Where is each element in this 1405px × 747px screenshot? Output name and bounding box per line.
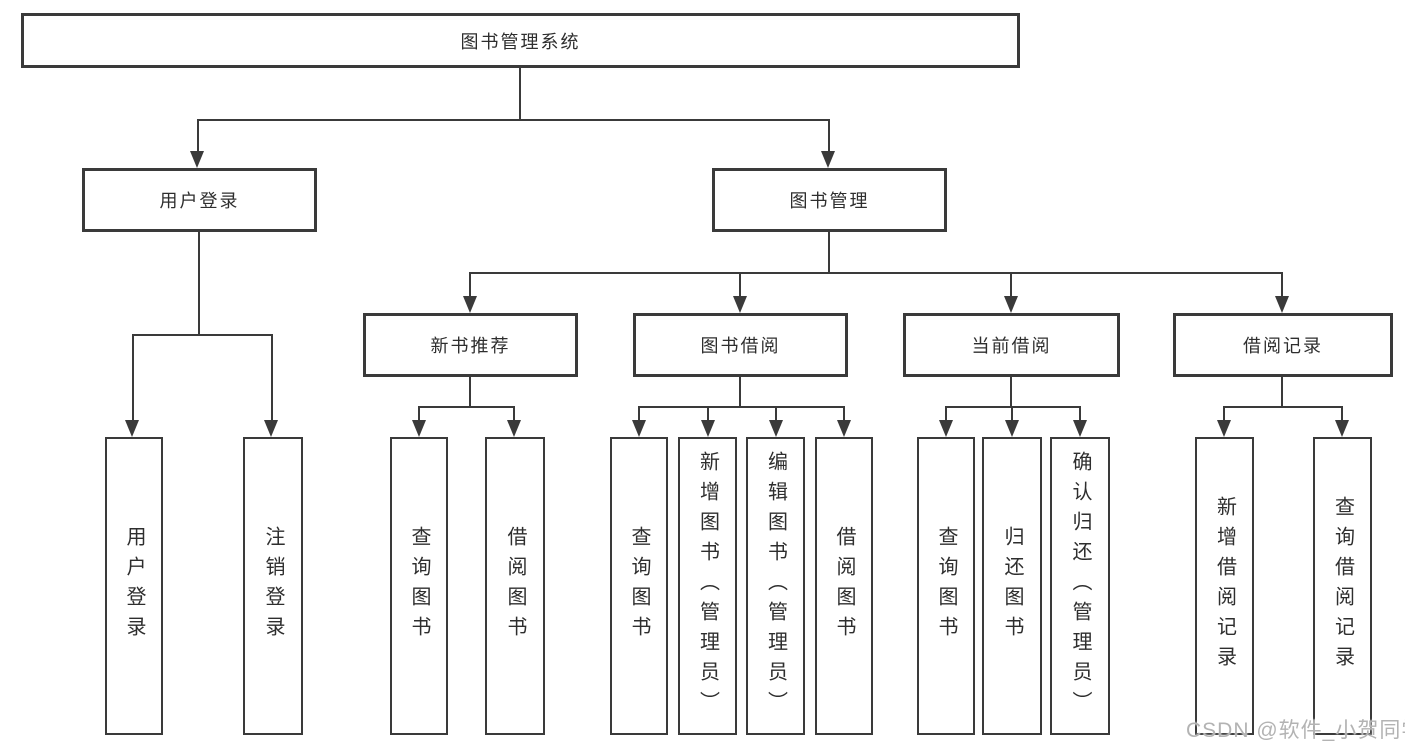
node-book-borrow-label: 图书借阅 [700, 336, 781, 356]
connector-current-borrow-stem [1010, 377, 1012, 408]
leaf-query-borrow-record: 查询借阅记录 [1313, 437, 1372, 735]
leaf-query-books-recommend-label: 查询图书 [408, 526, 430, 646]
node-current-borrow: 当前借阅 [903, 313, 1120, 377]
arrowhead-down-icon [769, 420, 783, 437]
connector-drop [513, 406, 515, 422]
leaf-confirm-return-admin-label: 确认归还（管理员） [1069, 451, 1091, 721]
node-user-login: 用户登录 [82, 168, 317, 232]
arrowhead-down-icon [264, 420, 278, 437]
node-book-mgmt-label: 图书管理 [789, 191, 870, 211]
connector-to-borrow-records [1281, 272, 1283, 298]
arrowhead-down-icon [412, 420, 426, 437]
node-borrow-records-label: 借阅记录 [1243, 336, 1323, 356]
leaf-logout: 注销登录 [243, 437, 303, 735]
arrowhead-down-icon [1005, 420, 1019, 437]
connector-new-book-recommend-stem [469, 377, 471, 408]
connector-drop [1079, 406, 1081, 422]
leaf-borrow-books-borrow-label: 借阅图书 [833, 526, 855, 646]
connector-drop [418, 406, 420, 422]
node-new-book-recommend-label: 新书推荐 [430, 336, 511, 356]
node-root: 图书管理系统 [21, 13, 1020, 68]
connector-user-login-rail [133, 334, 273, 336]
connector-book-borrow-rail [638, 406, 845, 408]
connector-to-new-book-recommend [469, 272, 471, 298]
node-new-book-recommend: 新书推荐 [363, 313, 578, 377]
arrowhead-down-icon [190, 151, 204, 168]
leaf-add-book-admin: 新增图书（管理员） [678, 437, 737, 735]
connector-book-mgmt-rail [469, 272, 1283, 274]
node-borrow-records: 借阅记录 [1173, 313, 1393, 377]
connector-to-current-borrow [1010, 272, 1012, 298]
arrowhead-down-icon [1217, 420, 1231, 437]
leaf-add-borrow-record: 新增借阅记录 [1195, 437, 1254, 735]
connector-drop [707, 406, 709, 422]
leaf-logout-label: 注销登录 [262, 526, 284, 646]
arrowhead-down-icon [733, 296, 747, 313]
arrowhead-down-icon [125, 420, 139, 437]
leaf-query-books-current: 查询图书 [917, 437, 975, 735]
connector-current-borrow-rail [945, 406, 1081, 408]
node-root-label: 图书管理系统 [460, 31, 581, 52]
connector-to-book-borrow [739, 272, 741, 298]
leaf-edit-book-admin-label: 编辑图书（管理员） [764, 451, 787, 721]
leaf-query-books-borrow-label: 查询图书 [628, 526, 650, 646]
node-book-mgmt: 图书管理 [712, 168, 947, 232]
arrowhead-down-icon [632, 420, 646, 437]
leaf-borrow-books-borrow: 借阅图书 [815, 437, 873, 735]
connector-drop [843, 406, 845, 422]
arrowhead-down-icon [1073, 420, 1087, 437]
arrowhead-down-icon [939, 420, 953, 437]
leaf-query-books-current-label: 查询图书 [935, 526, 957, 646]
arrowhead-down-icon [507, 420, 521, 437]
leaf-add-borrow-record-label: 新增借阅记录 [1213, 496, 1236, 676]
leaf-query-books-recommend: 查询图书 [390, 437, 448, 735]
connector-borrow-records-stem [1281, 377, 1283, 408]
leaf-query-books-borrow: 查询图书 [610, 437, 668, 735]
connector-drop [945, 406, 947, 422]
leaf-borrow-books-recommend: 借阅图书 [485, 437, 545, 735]
connector-root-rail [197, 119, 830, 121]
connector-book-mgmt-stem [828, 232, 830, 274]
connector-drop [775, 406, 777, 422]
leaf-user-login: 用户登录 [105, 437, 163, 735]
arrowhead-down-icon [821, 151, 835, 168]
connector-to-leaf-user-login [132, 334, 134, 422]
connector-root-stem [519, 68, 521, 120]
arrowhead-down-icon [701, 420, 715, 437]
connector-drop [1223, 406, 1225, 422]
connector-drop [638, 406, 640, 422]
arrowhead-down-icon [1335, 420, 1349, 437]
csdn-watermark: CSDN @软件_小贺同学 [1186, 719, 1405, 742]
node-user-login-label: 用户登录 [159, 191, 240, 211]
node-current-borrow-label: 当前借阅 [971, 336, 1052, 356]
connector-drop [1011, 406, 1013, 422]
connector-to-leaf-logout [271, 334, 273, 422]
connector-to-book-mgmt [828, 119, 830, 153]
connector-user-login-stem [198, 232, 200, 336]
connector-to-user-login [197, 119, 199, 153]
arrowhead-down-icon [837, 420, 851, 437]
connector-borrow-records-rail [1223, 406, 1343, 408]
leaf-return-books-label: 归还图书 [1001, 526, 1023, 646]
connector-new-book-recommend-rail [418, 406, 515, 408]
leaf-confirm-return-admin: 确认归还（管理员） [1050, 437, 1110, 735]
leaf-add-book-admin-label: 新增图书（管理员） [696, 451, 719, 721]
connector-drop [1341, 406, 1343, 422]
arrowhead-down-icon [463, 296, 477, 313]
arrowhead-down-icon [1004, 296, 1018, 313]
leaf-edit-book-admin: 编辑图书（管理员） [746, 437, 805, 735]
leaf-query-borrow-record-label: 查询借阅记录 [1331, 496, 1354, 676]
leaf-user-login-label: 用户登录 [123, 526, 145, 646]
leaf-return-books: 归还图书 [982, 437, 1042, 735]
leaf-borrow-books-recommend-label: 借阅图书 [504, 526, 526, 646]
connector-book-borrow-stem [739, 377, 741, 408]
node-book-borrow: 图书借阅 [633, 313, 848, 377]
arrowhead-down-icon [1275, 296, 1289, 313]
